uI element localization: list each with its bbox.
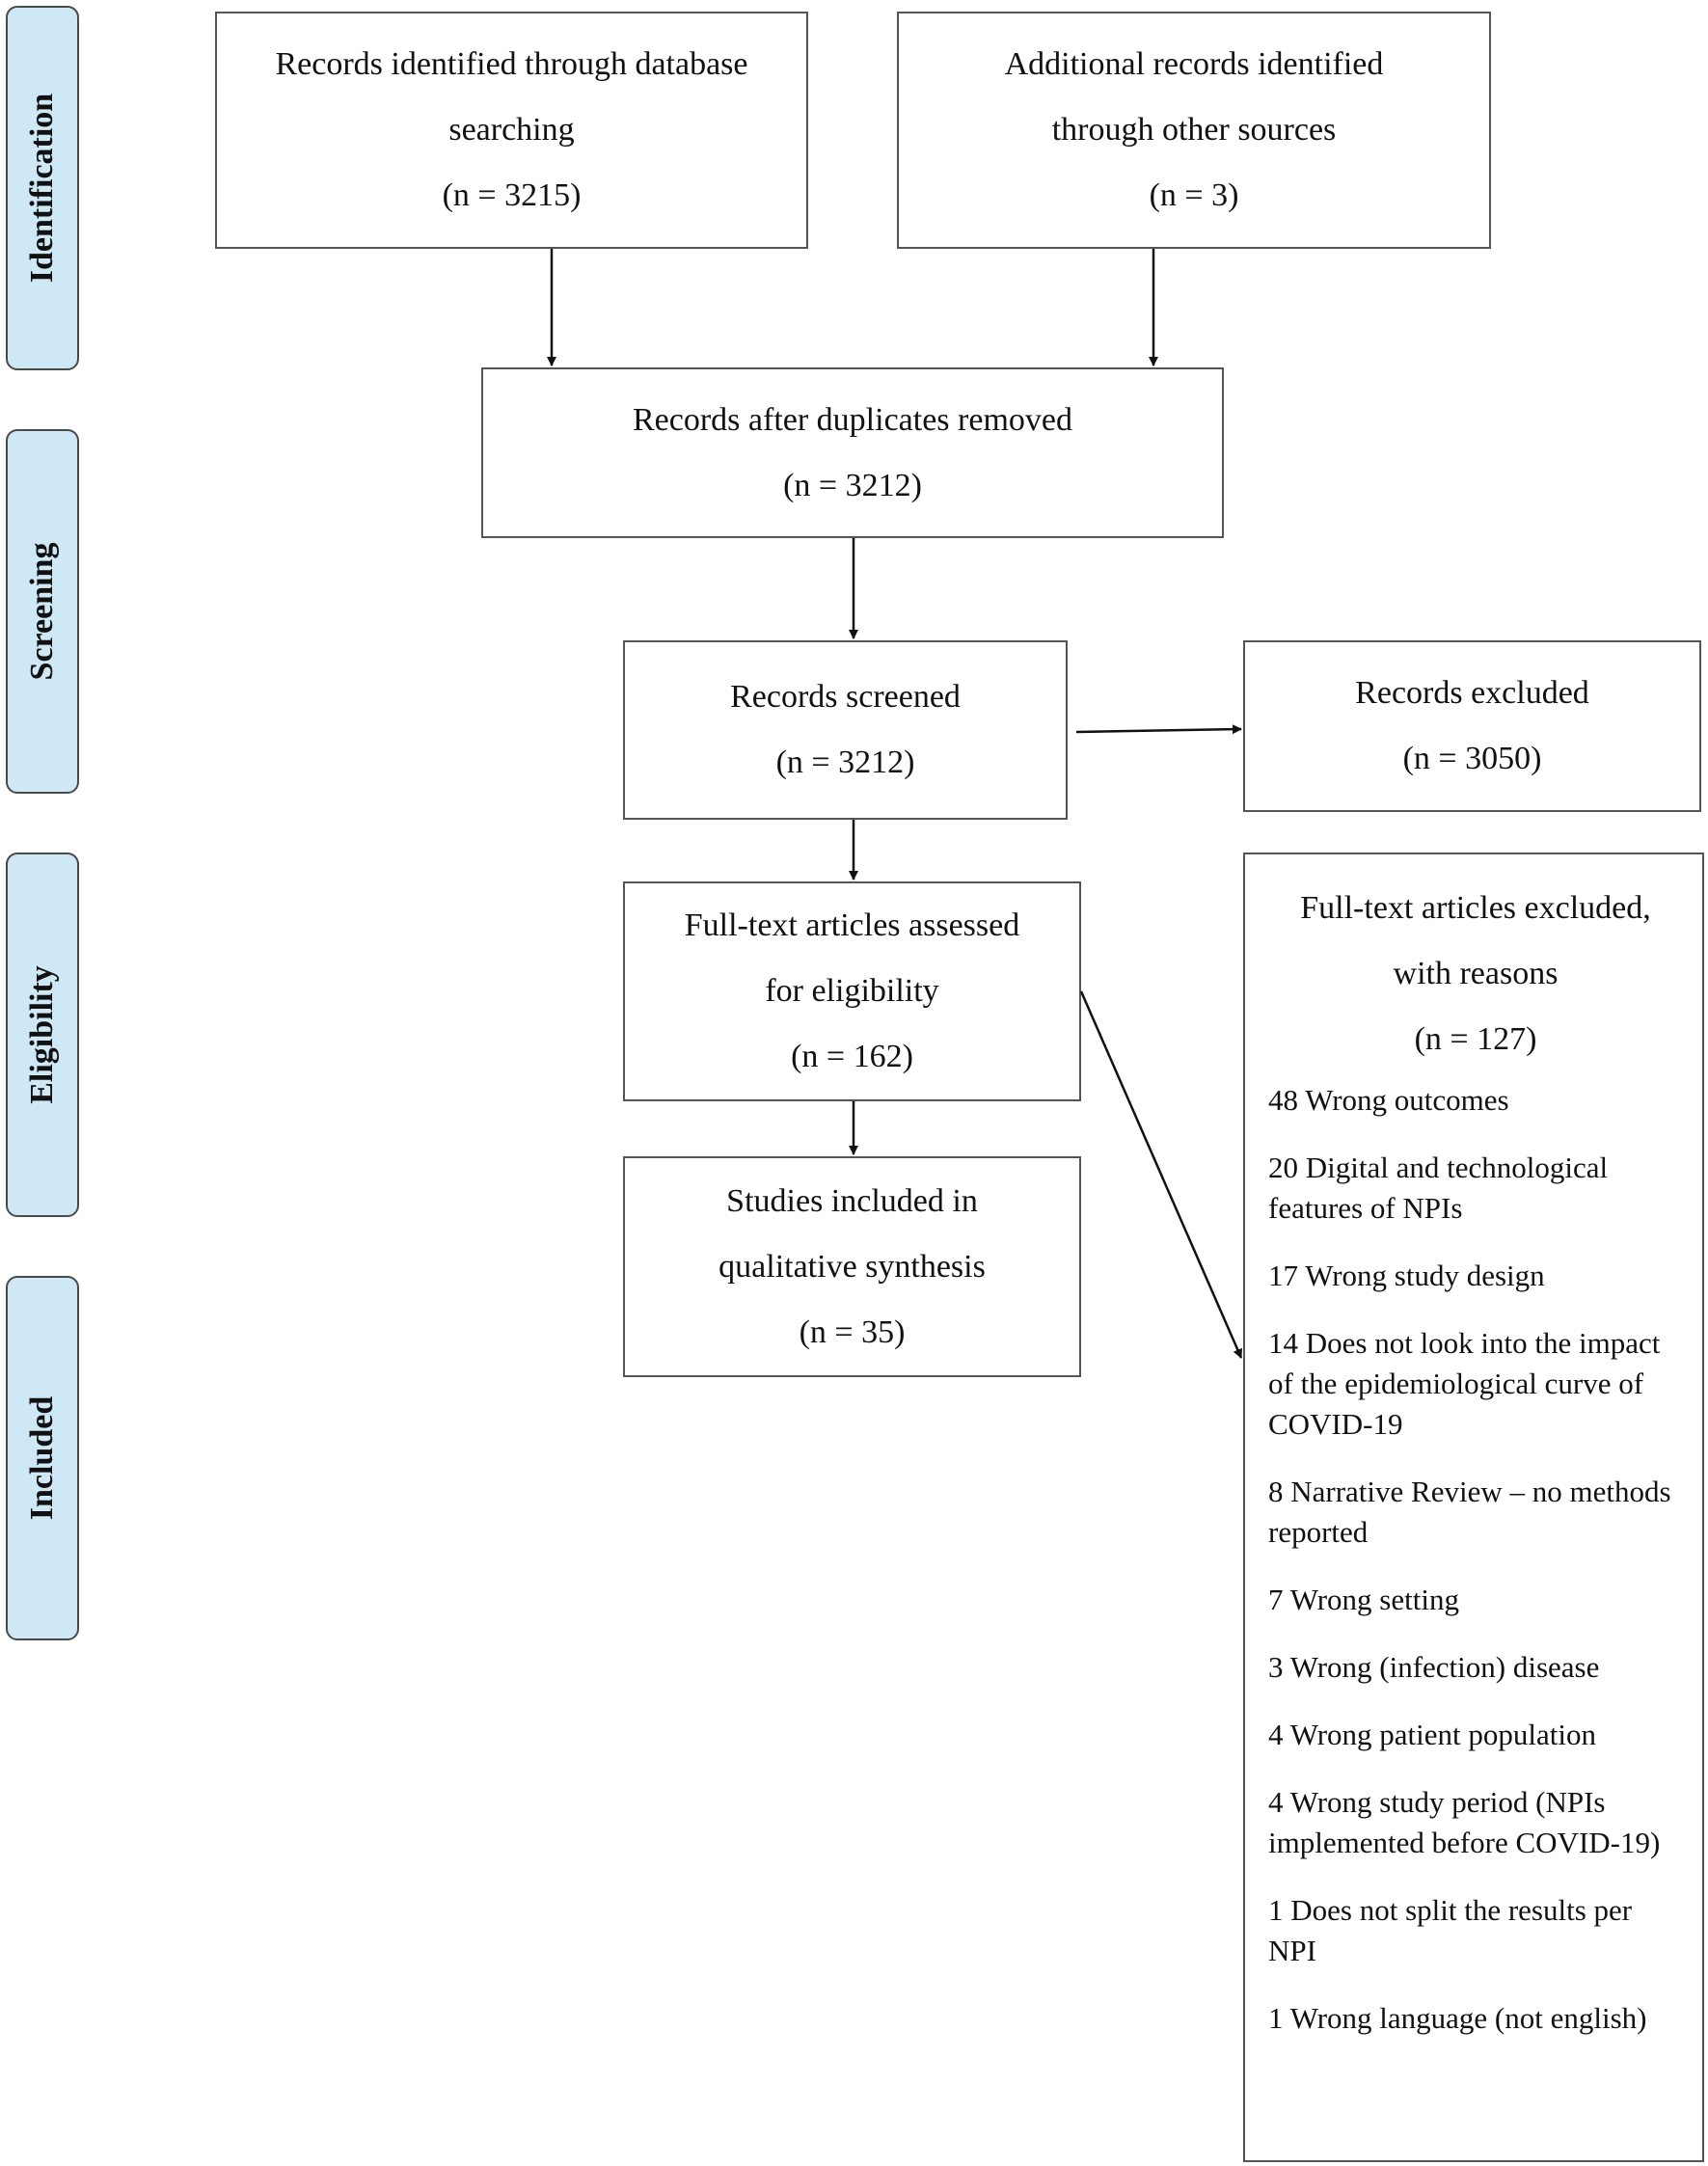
duplicates-removed-count: (n = 3212) xyxy=(783,467,922,503)
records-screened-line1: Records screened xyxy=(730,679,961,715)
phase-label-screening: Screening xyxy=(24,542,60,681)
database-records-box: Records identified through database sear… xyxy=(215,12,808,249)
exclusion-reason: 4 Wrong study period (NPIs implemented b… xyxy=(1268,1785,1661,1859)
exclusion-reason: 4 Wrong patient population xyxy=(1268,1718,1596,1751)
arrow-screened-to-excluded xyxy=(1075,724,1242,735)
exclusion-reason: 7 Wrong setting xyxy=(1268,1583,1459,1616)
exclusion-reason: 1 Does not split the results per NPI xyxy=(1268,1893,1633,1967)
fulltext-assessed-box: Full-text articles assessed for eligibil… xyxy=(623,881,1081,1101)
phase-screening: Screening xyxy=(6,429,79,794)
other-sources-box: Additional records identified through ot… xyxy=(897,12,1491,249)
exclusion-reason: 3 Wrong (infection) disease xyxy=(1268,1650,1600,1684)
records-screened-box: Records screened (n = 3212) xyxy=(623,640,1068,820)
exclusion-reason: 20 Digital and technological features of… xyxy=(1268,1151,1609,1225)
exclusion-reason: 1 Wrong language (not english) xyxy=(1268,2001,1647,2035)
arrow-fulltext-to-excluded xyxy=(1079,990,1243,1359)
phase-label-identification: Identification xyxy=(24,93,60,284)
exclusion-reasons-list: 48 Wrong outcomes 20 Digital and technol… xyxy=(1268,1080,1683,2039)
phase-eligibility: Eligibility xyxy=(6,853,79,1217)
phase-label-included: Included xyxy=(24,1395,60,1521)
fulltext-excluded-line1: Full-text articles excluded, xyxy=(1300,890,1651,926)
exclusion-reason: 14 Does not look into the impact of the … xyxy=(1268,1326,1661,1441)
studies-included-line1: Studies included in xyxy=(726,1182,978,1219)
records-excluded-count: (n = 3050) xyxy=(1402,741,1542,776)
exclusion-reason: 17 Wrong study design xyxy=(1268,1259,1545,1292)
other-sources-line1: Additional records identified xyxy=(1004,46,1384,82)
fulltext-excluded-box: Full-text articles excluded, with reason… xyxy=(1243,853,1704,2162)
exclusion-reason: 48 Wrong outcomes xyxy=(1268,1083,1509,1117)
duplicates-removed-box: Records after duplicates removed (n = 32… xyxy=(481,367,1224,538)
other-sources-count: (n = 3) xyxy=(1149,177,1239,213)
database-records-line2: searching xyxy=(448,112,575,148)
fulltext-assessed-line1: Full-text articles assessed xyxy=(684,907,1020,943)
records-excluded-box: Records excluded (n = 3050) xyxy=(1243,640,1701,812)
records-excluded-line1: Records excluded xyxy=(1355,675,1589,711)
exclusion-reason: 8 Narrative Review – no methods reported xyxy=(1268,1475,1671,1549)
phase-label-eligibility: Eligibility xyxy=(24,965,60,1104)
studies-included-count: (n = 35) xyxy=(799,1313,906,1350)
database-records-line1: Records identified through database xyxy=(275,46,748,82)
duplicates-removed-line1: Records after duplicates removed xyxy=(633,401,1072,438)
studies-included-line2: qualitative synthesis xyxy=(718,1248,986,1285)
fulltext-assessed-count: (n = 162) xyxy=(791,1039,913,1074)
fulltext-excluded-count: (n = 127) xyxy=(1414,1021,1537,1057)
fulltext-assessed-line2: for eligibility xyxy=(765,973,939,1009)
records-screened-count: (n = 3212) xyxy=(775,745,915,780)
phase-included: Included xyxy=(6,1276,79,1640)
fulltext-excluded-line2: with reasons xyxy=(1393,956,1559,991)
database-records-count: (n = 3215) xyxy=(442,177,582,213)
phase-identification: Identification xyxy=(6,6,79,370)
studies-included-box: Studies included in qualitative synthesi… xyxy=(623,1156,1081,1377)
other-sources-line2: through other sources xyxy=(1051,112,1337,148)
